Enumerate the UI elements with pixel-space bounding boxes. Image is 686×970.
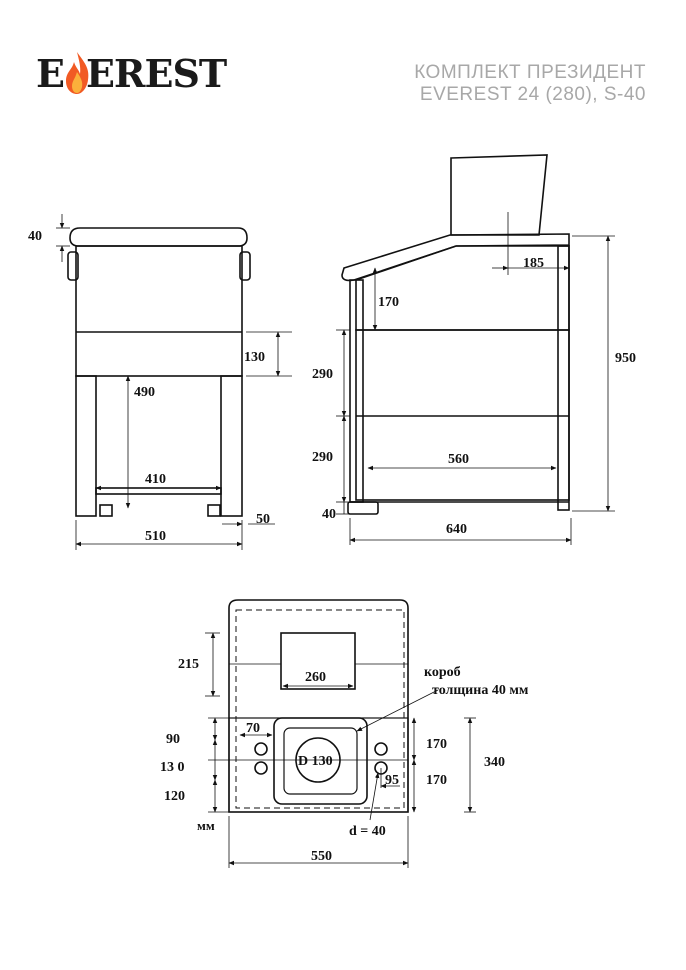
top-dim-550: 550	[311, 849, 332, 864]
box-thickness-label: толщина 40 мм	[432, 683, 529, 698]
side-view	[341, 154, 570, 515]
chimney-diameter-label: D 130	[298, 754, 333, 769]
front-dim-50: 50	[256, 512, 270, 527]
hole-3	[374, 742, 388, 756]
front-dim-490: 490	[134, 385, 155, 400]
top-dim-340: 340	[484, 755, 505, 770]
front-left-ear	[67, 251, 79, 281]
front-top-cap	[69, 227, 248, 247]
side-dim-290-lower: 290	[312, 450, 333, 465]
units-label: мм	[197, 818, 215, 833]
side-dim-640: 640	[446, 522, 467, 537]
side-dimensions	[336, 212, 615, 545]
front-dimensions	[56, 214, 292, 550]
front-dim-410: 410	[145, 472, 166, 487]
top-dim-260: 260	[305, 670, 326, 685]
top-dim-70: 70	[246, 721, 260, 736]
front-body	[75, 245, 243, 377]
top-fire-opening	[273, 717, 368, 805]
top-box	[280, 632, 356, 690]
product-title: КОМПЛЕКТ ПРЕЗИДЕНТ EVEREST 24 (280), S-4…	[414, 62, 646, 106]
side-dim-170: 170	[378, 295, 399, 310]
flame-icon	[66, 52, 89, 94]
title-line-1: КОМПЛЕКТ ПРЕЗИДЕНТ	[414, 62, 646, 83]
front-view	[67, 227, 251, 517]
top-dim-120: 120	[164, 789, 185, 804]
side-lower-body	[355, 329, 570, 501]
title-line-2: EVEREST 24 (280), S-40	[419, 84, 646, 105]
side-dim-40: 40	[322, 507, 336, 522]
top-dim-170-upper: 170	[426, 737, 447, 752]
top-dim-215: 215	[178, 657, 199, 672]
top-dim-95: 95	[385, 773, 399, 788]
side-dim-950: 950	[615, 351, 636, 366]
front-right-leg	[220, 375, 243, 517]
top-inner-dashed	[235, 609, 405, 809]
hole-diameter-label: d = 40	[349, 824, 386, 839]
front-left-leg	[75, 375, 97, 517]
top-dim-130: 13 0	[160, 760, 185, 775]
side-dim-560: 560	[448, 452, 469, 467]
front-dim-510: 510	[145, 529, 166, 544]
side-dim-290-upper: 290	[312, 367, 333, 382]
box-label: короб	[424, 665, 461, 680]
side-dim-185: 185	[523, 256, 544, 271]
top-dim-170-lower: 170	[426, 773, 447, 788]
side-roof-cap	[341, 233, 570, 282]
top-dim-90: 90	[166, 732, 180, 747]
hole-2	[254, 761, 268, 775]
top-dimensions	[205, 632, 476, 868]
front-right-ear	[239, 251, 251, 281]
hole-1	[254, 742, 268, 756]
front-dim-130: 130	[244, 350, 265, 365]
side-chimney	[450, 154, 548, 236]
front-dim-40: 40	[28, 229, 42, 244]
